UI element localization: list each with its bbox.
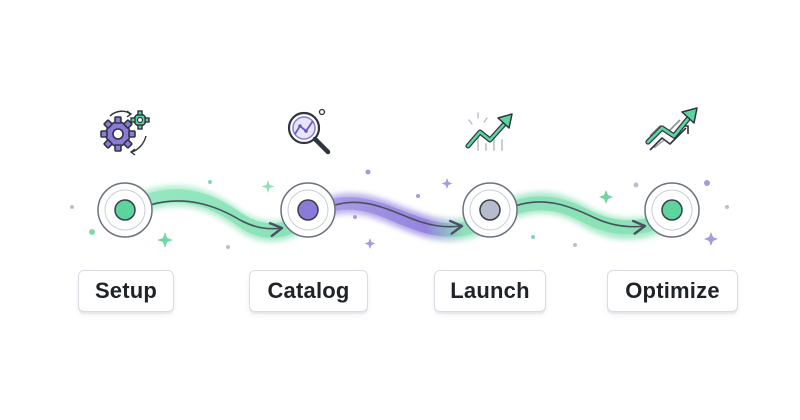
stage-label-catalog: Catalog: [249, 270, 368, 312]
magnifier-chart-icon: [287, 108, 331, 155]
trend-arrows-icon: [645, 107, 698, 151]
stage-node-catalog: [280, 182, 336, 238]
stage-label-text: Catalog: [267, 278, 350, 303]
stage-node-setup: [97, 182, 153, 238]
stage-label-optimize: Optimize: [607, 270, 738, 312]
arrow-launch-optimize: [514, 201, 647, 235]
arrow-catalog-launch: [331, 201, 464, 235]
stage-label-launch: Launch: [434, 270, 546, 312]
stage-label-setup: Setup: [78, 270, 174, 312]
arrow-setup-catalog: [149, 200, 284, 238]
sparkles: [70, 169, 729, 249]
stage-label-text: Launch: [450, 278, 530, 303]
trend-up-icon: [465, 112, 513, 151]
stage-node-launch: [462, 182, 518, 238]
gears-icon: [100, 110, 150, 156]
stage-label-text: Setup: [94, 278, 158, 303]
stage-label-text: Optimize: [625, 278, 720, 303]
stage-node-optimize: [644, 182, 700, 238]
flow-arrows: [149, 200, 647, 238]
